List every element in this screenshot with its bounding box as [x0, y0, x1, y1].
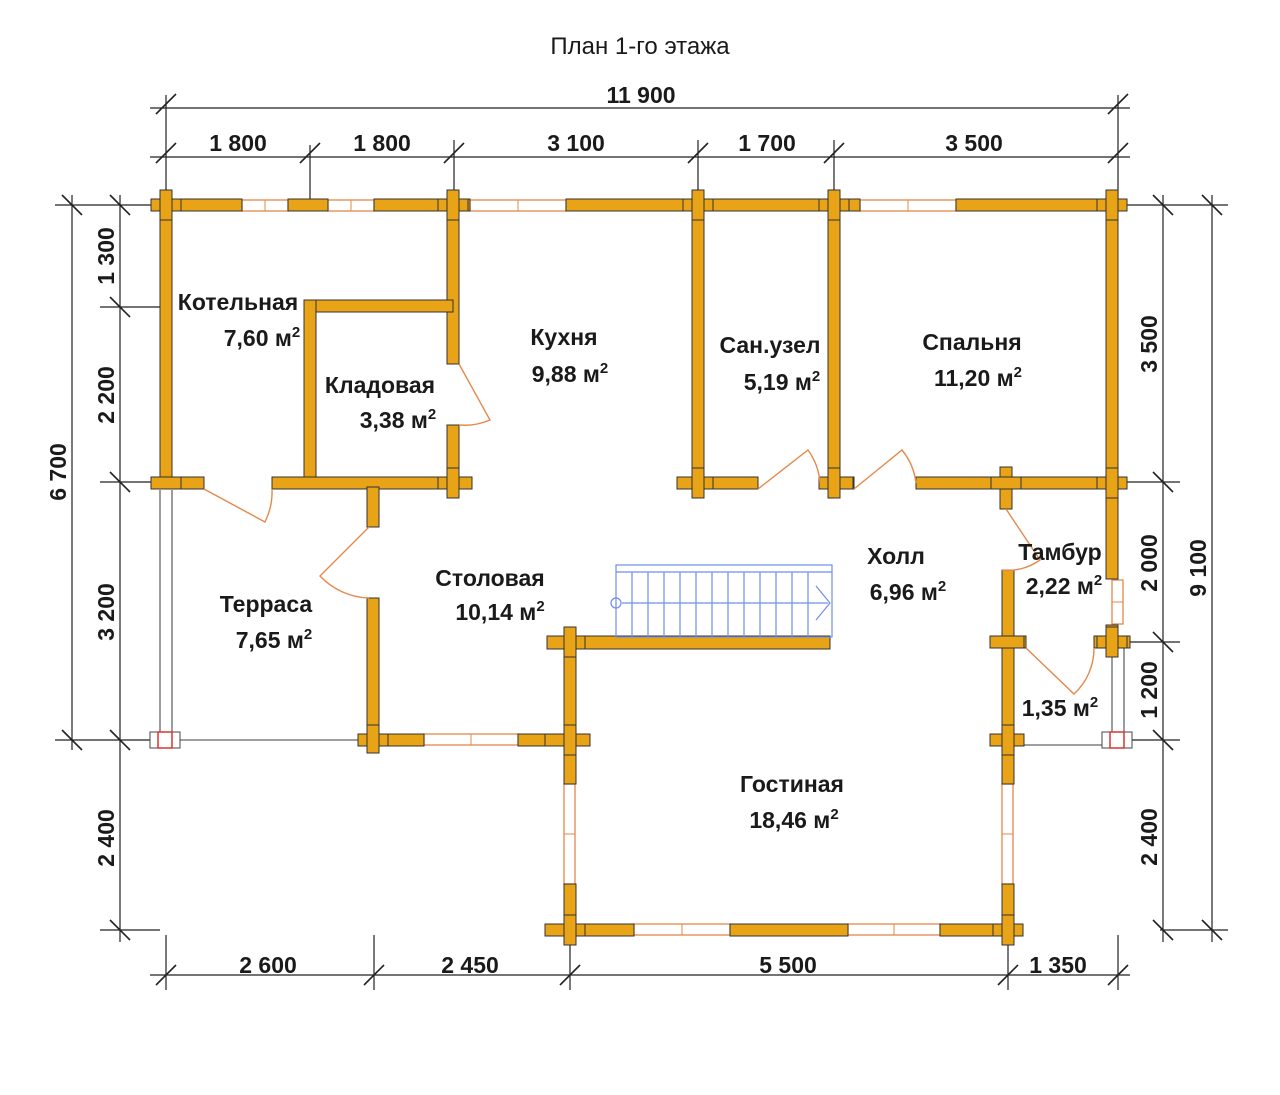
dim-right-4: 2 400 [1136, 808, 1162, 866]
dim-top-3: 3 100 [547, 130, 605, 156]
room-name-boiler: Котельная [178, 289, 298, 315]
room-name-living: Гостиная [740, 771, 844, 797]
room-area-tambour: 2,22 м2 [1026, 572, 1103, 599]
dim-bottom-2: 2 450 [441, 952, 499, 978]
room-area-vestibule: 1,35 м2 [1022, 694, 1099, 721]
room-area-terrace: 7,65 м2 [236, 626, 313, 653]
doors [203, 363, 1095, 695]
dimension-lines [55, 93, 1228, 990]
walls [159, 198, 1131, 941]
room-name-hall: Холл [867, 543, 925, 569]
dim-right-3: 1 200 [1136, 661, 1162, 719]
room-area-pantry: 3,38 м2 [360, 406, 437, 433]
room-name-kitchen: Кухня [530, 324, 597, 350]
room-name-pantry: Кладовая [325, 372, 435, 398]
dim-top-2: 1 800 [353, 130, 411, 156]
room-name-bedroom: Спальня [922, 329, 1021, 355]
dim-top-total: 11 900 [606, 82, 675, 108]
dim-left-4: 2 400 [93, 809, 119, 867]
room-area-living: 18,46 м2 [749, 806, 838, 833]
room-name-terrace: Терраса [220, 591, 313, 617]
dim-bottom-4: 1 350 [1029, 952, 1087, 978]
dim-top-4: 1 700 [738, 130, 796, 156]
room-name-dining: Столовая [435, 565, 544, 591]
room-area-kitchen: 9,88 м2 [532, 360, 609, 387]
room-area-dining: 10,14 м2 [455, 598, 544, 625]
dim-left-1: 1 300 [93, 227, 119, 285]
dimension-labels: 11 900 1 800 1 800 3 100 1 700 3 500 2 6… [45, 82, 1211, 978]
porch-posts [149, 731, 1133, 749]
dim-bottom-3: 5 500 [759, 952, 817, 978]
dim-bottom-1: 2 600 [239, 952, 297, 978]
room-labels: Котельная 7,60 м2 Кладовая 3,38 м2 Кухня… [178, 289, 1102, 833]
plan-title: План 1-го этажа [550, 33, 730, 60]
terrace-outline [159, 490, 1125, 746]
room-area-bathroom: 5,19 м2 [744, 368, 821, 395]
dim-right-total: 9 100 [1185, 539, 1211, 597]
staircase [610, 564, 833, 638]
dim-top-1: 1 800 [209, 130, 267, 156]
dim-left-3: 3 200 [93, 583, 119, 641]
dim-left-2: 2 200 [93, 366, 119, 424]
dim-left-total: 6 700 [45, 443, 71, 501]
room-name-bathroom: Сан.узел [720, 332, 821, 358]
room-area-hall: 6,96 м2 [870, 578, 947, 605]
room-area-boiler: 7,60 м2 [224, 324, 301, 351]
dim-right-1: 3 500 [1136, 315, 1162, 373]
log-corners [150, 189, 1128, 946]
room-area-bedroom: 11,20 м2 [934, 364, 1022, 391]
dim-top-5: 3 500 [945, 130, 1003, 156]
dim-right-2: 2 000 [1136, 534, 1162, 592]
room-name-tambour: Тамбур [1018, 539, 1101, 565]
